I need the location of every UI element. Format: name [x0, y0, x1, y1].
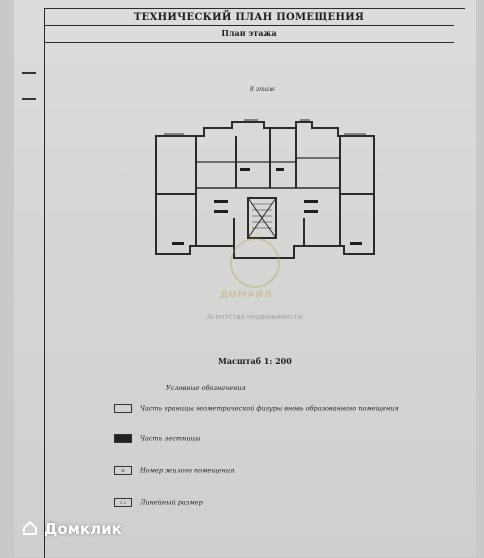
header-subtitle: План этажа: [221, 28, 277, 38]
floor-label: 8 этаж: [250, 86, 276, 93]
legend-title: Условные обозначения: [166, 384, 246, 392]
watermark-subtitle: Агентство недвижимости: [207, 313, 303, 321]
sheet-frame: [44, 8, 465, 558]
sheet-header: ТЕХНИЧЕСКИЙ ПЛАН ПОМЕЩЕНИЯ План этажа: [44, 8, 454, 43]
legend-item-label: Номер жилого помещения: [140, 466, 235, 475]
legend-item: 1.2 Линейный размер: [114, 498, 203, 507]
legend-number-symbol: №: [114, 466, 132, 475]
watermark-logo-icon: [230, 238, 280, 288]
legend-stair-symbol: [114, 434, 132, 443]
margin-tick: [22, 72, 36, 74]
legend-item-label: Часть лестницы: [140, 434, 201, 443]
header-divider: [44, 25, 454, 26]
legend-dimension-symbol: 1.2: [114, 498, 132, 507]
legend-item: Часть границы геометрической фигуры внов…: [114, 404, 399, 413]
stairwell: [247, 197, 277, 239]
legend-boundary-symbol: [114, 404, 132, 413]
scale-label: Масштаб 1: 200: [218, 356, 292, 366]
watermark-brand: ДОМАЙЛ: [220, 290, 273, 300]
legend-item-label: Линейный размер: [140, 498, 203, 507]
margin-tick: [22, 98, 36, 100]
domklik-house-icon: [23, 521, 37, 535]
header-title: ТЕХНИЧЕСКИЙ ПЛАН ПОМЕЩЕНИЯ: [133, 12, 365, 23]
legend-item: № Номер жилого помещения: [114, 466, 234, 475]
floor-plan-drawing: [155, 119, 375, 259]
domklik-watermark: Домклик: [22, 520, 122, 538]
plan-sheet: ТЕХНИЧЕСКИЙ ПЛАН ПОМЕЩЕНИЯ План этажа 8 …: [14, 0, 476, 558]
domklik-label: Домклик: [44, 520, 122, 538]
legend-item: Часть лестницы: [114, 434, 200, 443]
legend-item-label: Часть границы геометрической фигуры внов…: [140, 404, 399, 413]
